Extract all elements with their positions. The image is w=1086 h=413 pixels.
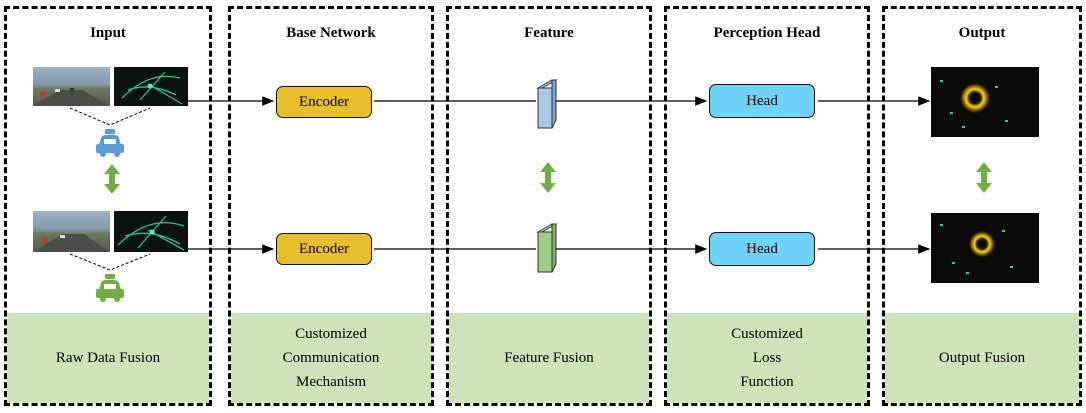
feature-column: Feature Feature Fusion <box>446 6 652 406</box>
double-arrow-icon <box>540 162 556 193</box>
head-block-top: Head <box>709 84 815 118</box>
input-column: Input Raw Data Fusion <box>4 6 212 406</box>
perception-head-footer: Customized Loss Function <box>667 313 867 403</box>
encoder-block-top: Encoder <box>276 86 372 118</box>
bev-output-icon <box>931 213 1039 283</box>
perception-head-column: Perception Head Customized Loss Function <box>664 6 870 406</box>
encoder-block-bottom: Encoder <box>276 233 372 265</box>
base-network-footer: Customized Communication Mechanism <box>231 313 431 403</box>
camera-image-icon <box>33 67 110 106</box>
input-title: Input <box>90 25 126 41</box>
head-block-bottom: Head <box>709 232 815 266</box>
double-arrow-icon <box>104 164 120 194</box>
base-network-column: Base Network Customized Communication Me… <box>228 6 434 406</box>
feature-footer: Feature Fusion <box>449 313 649 403</box>
input-footer: Raw Data Fusion <box>7 313 209 403</box>
feature-map-icon <box>536 223 558 273</box>
lidar-image-icon <box>114 211 188 252</box>
perception-head-title: Perception Head <box>713 25 821 41</box>
output-footer: Output Fusion <box>885 313 1079 403</box>
double-arrow-icon <box>976 162 992 193</box>
camera-image-icon <box>33 211 110 252</box>
output-title: Output <box>958 25 1006 41</box>
output-column: Output Output Fusion <box>882 6 1082 406</box>
base-network-title: Base Network <box>286 25 376 41</box>
feature-map-icon <box>536 79 558 129</box>
bev-output-icon <box>931 67 1039 137</box>
lidar-image-icon <box>114 67 188 106</box>
car-icon <box>96 129 124 157</box>
feature-title: Feature <box>524 25 574 41</box>
car-icon <box>96 274 124 302</box>
